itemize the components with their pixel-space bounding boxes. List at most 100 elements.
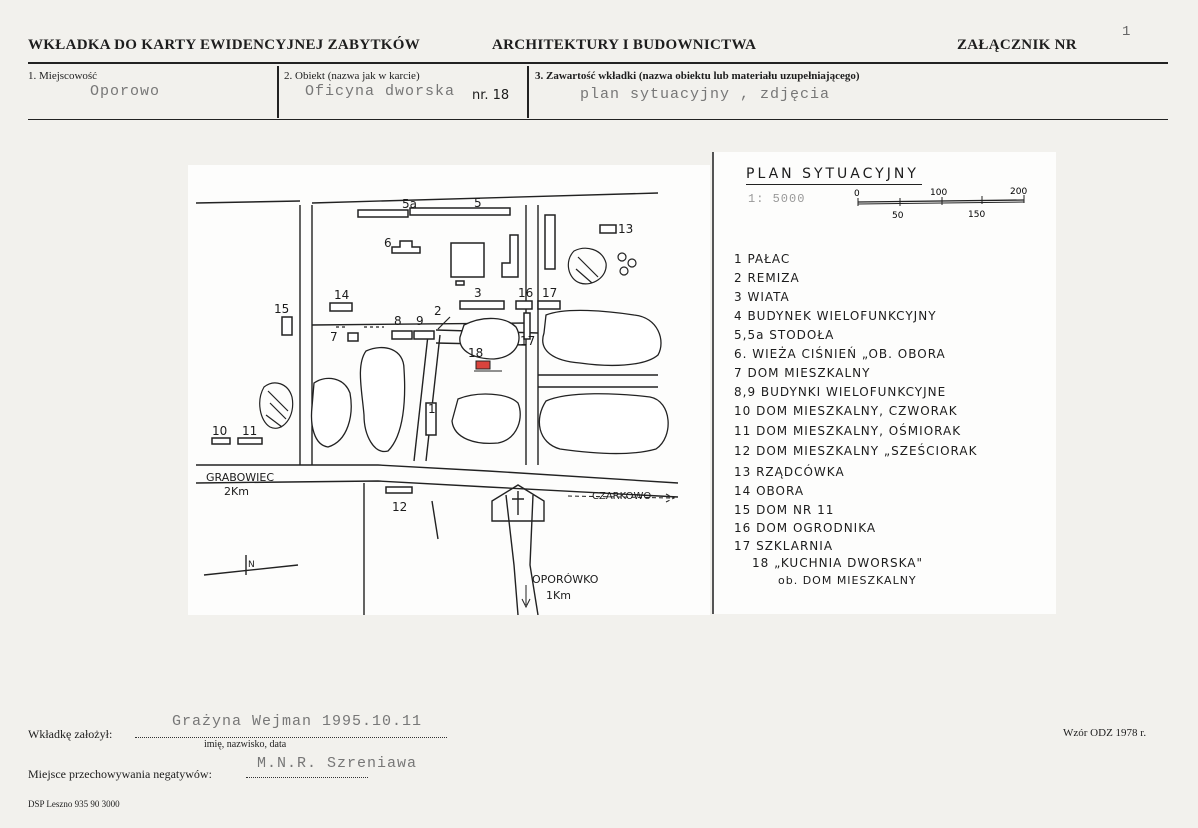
field-divider-2 [527, 66, 529, 118]
building-14 [329, 302, 353, 312]
building-5a [357, 209, 409, 218]
map-label-czarkowo: CZARKOWO [592, 491, 651, 502]
map-label-oporowko-km: 1Km [546, 589, 571, 602]
legend-item-6: 6. WIEŻA CIŚNIEŃ „OB. OBORA [734, 347, 946, 361]
tree-group-east-1 [542, 309, 662, 367]
building-18-highlight [475, 360, 491, 370]
legend-divider [712, 152, 714, 614]
scale-tick-150: 150 [968, 210, 985, 220]
storage-line [246, 771, 368, 778]
building-5 [409, 207, 511, 216]
header-rule [28, 62, 1168, 64]
square-yard [450, 242, 485, 278]
map-label-18: 18 [468, 346, 483, 360]
map-label-grabowiec: GRABOWIEC [206, 471, 274, 484]
building-6 [391, 240, 421, 254]
building-16 [515, 300, 533, 310]
map-label-5: 5 [474, 196, 482, 210]
building-4 [501, 234, 519, 278]
map-label-6: 6 [384, 236, 392, 250]
building-15 [281, 316, 293, 336]
map-label-17b: 17 [520, 334, 535, 348]
map-label-10: 10 [212, 424, 227, 438]
legend-item-12: 12 DOM MIESZKALNY „SZEŚCIORAK [734, 444, 978, 458]
attachment-number: 1 [1122, 24, 1132, 40]
tree-group-east-2 [538, 393, 669, 455]
map-label-3: 3 [474, 286, 482, 300]
map-label-9: 9 [416, 314, 424, 328]
map-label-7: 7 [330, 330, 338, 344]
contents-value: plan sytuacyjny , zdjęcia [580, 86, 831, 103]
map-label-11: 11 [242, 424, 257, 438]
map-label-17: 17 [542, 286, 557, 300]
map-label-16: 16 [518, 286, 533, 300]
map-label-15: 15 [274, 302, 289, 316]
locality-label: 1. Miejscowość [28, 70, 98, 82]
legend-item-15: 15 DOM NR 11 [734, 503, 835, 517]
legend-photo: PLAN SYTUACYJNY 1: 5000 0 100 200 50 150… [712, 152, 1056, 614]
building-12 [385, 486, 413, 494]
north-label: N [248, 560, 255, 570]
building-3 [459, 300, 505, 310]
map-label-5a: 5a [402, 197, 417, 211]
map-label-13: 13 [618, 222, 633, 236]
tall-building [544, 214, 556, 270]
legend-item-3: 3 WIATA [734, 290, 790, 304]
map-label-2: 2 [434, 304, 442, 318]
site-map-drawing: 5a 5 6 13 14 15 3 16 17 17 2 7 8 9 18 1 … [195, 192, 679, 615]
printer-note: DSP Leszno 935 90 3000 [28, 799, 120, 809]
creator-value: Grażyna Wejman 1995.10.11 [172, 713, 423, 730]
tree-group-far-west [310, 377, 352, 448]
legend-item-7: 7 DOM MIESZKALNY [734, 366, 871, 380]
tree-group-north-center [459, 317, 520, 360]
legend-item-17: 17 SZKLARNIA [734, 539, 834, 553]
legend-item-4: 4 BUDYNEK WIELOFUNKCYJNY [734, 309, 937, 323]
marker-2 [455, 280, 465, 286]
legend-item-18: 18 „KUCHNIA DWORSKA" [752, 556, 924, 570]
creator-label: Wkładkę założył: [28, 727, 113, 741]
map-label-grabowiec-km: 2Km [224, 485, 249, 498]
pond [259, 382, 294, 429]
card-subtitle: ARCHITEKTURY I BUDOWNICTWA [492, 37, 757, 53]
form-pattern: Wzór ODZ 1978 r. [1063, 727, 1147, 739]
legend-title-underline [746, 184, 922, 185]
scale-tick-50: 50 [892, 211, 904, 221]
attachment-label: ZAŁĄCZNIK NR [957, 37, 1077, 53]
storage-value: M.N.R. Szreniawa [257, 755, 418, 772]
building-11 [237, 437, 263, 445]
building-17b [523, 312, 531, 340]
building-10 [211, 437, 231, 445]
card-title: WKŁADKA DO KARTY EWIDENCYJNEJ ZABYTKÓW [28, 37, 421, 53]
building-17 [537, 300, 561, 310]
legend-item-10: 10 DOM MIESZKALNY, CZWORAK [734, 404, 958, 418]
legend-title: PLAN SYTUACYJNY [746, 166, 919, 182]
site-map-photo: 5a 5 6 13 14 15 3 16 17 17 2 7 8 9 18 1 … [188, 165, 710, 615]
field-divider-1 [277, 66, 279, 118]
object-label: 2. Obiekt (nazwa jak w karcie) [284, 70, 420, 82]
map-scale: 1: 5000 [748, 192, 806, 206]
locality-value: Oporowo [90, 83, 161, 100]
storage-label: Miejsce przechowywania negatywów: [28, 767, 212, 781]
legend-item-18-note: ob. DOM MIESZKALNY [778, 574, 917, 587]
building-13 [599, 224, 617, 234]
map-label-oporowko: OPORÓWKO [532, 573, 599, 586]
legend-item-1: 1 PAŁAC [734, 252, 791, 266]
object-value: Oficyna dworska [305, 83, 456, 100]
building-1 [425, 402, 437, 436]
tree-group-center [451, 393, 521, 445]
scale-tick-200: 200 [1010, 187, 1027, 197]
building-8 [391, 330, 413, 340]
scale-tick-100: 100 [930, 188, 947, 198]
legend-item-5: 5,5a STODOŁA [734, 328, 835, 342]
building-9 [413, 330, 435, 340]
legend-item-11: 11 DOM MIESZKALNY, OŚMIORAK [734, 424, 962, 438]
legend-item-13: 13 RZĄDCÓWKA [734, 465, 845, 479]
map-label-12: 12 [392, 500, 407, 514]
legend-item-14: 14 OBORA [734, 484, 805, 498]
map-label-8: 8 [394, 314, 402, 328]
contents-label: 3. Zawartość wkładki (nazwa obiektu lub … [535, 70, 860, 82]
pond-north [567, 247, 607, 285]
creator-hint: imię, nazwisko, data [204, 739, 287, 750]
map-label-14: 14 [334, 288, 349, 302]
object-number-handwritten: nr. 18 [472, 88, 510, 103]
